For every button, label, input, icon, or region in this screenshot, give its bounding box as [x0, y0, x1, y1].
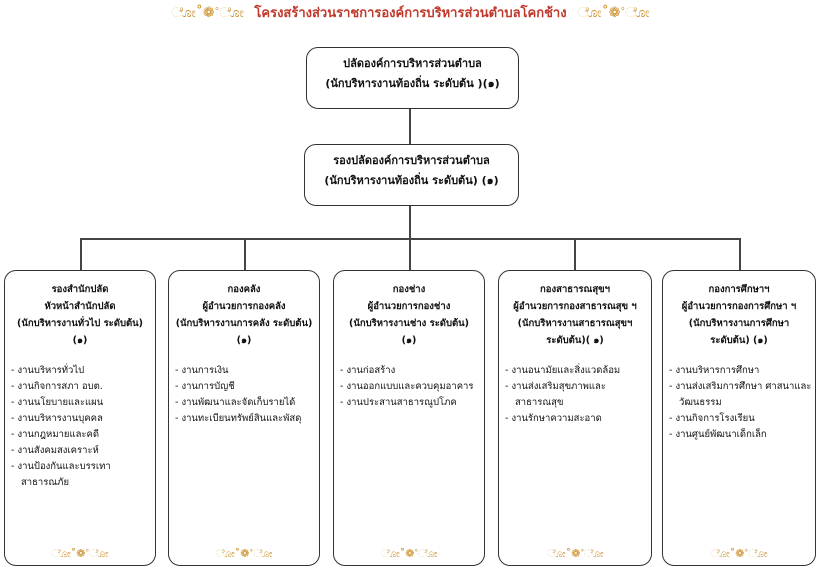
department-head: กองการศึกษาฯ ผู้อำนวยการกองการศึกษา ฯ (น… — [681, 284, 797, 346]
department-head: กองสาธารณสุขฯ ผู้อำนวยการกองสาธารณสุข ฯ … — [513, 284, 637, 346]
task-list: งานบริหารการศึกษา งานส่งเสริมการศึกษา ศา… — [669, 363, 815, 443]
deputy-subtitle: (นักบริหารงานท้องถิ่น ระดับต้น) (๑) — [324, 174, 499, 187]
list-item: งานสังคมสงเคราะห์ — [11, 443, 155, 459]
task-list: งานบริหารทั่วไป งานกิจการสภา อบต. งานนโย… — [11, 363, 155, 491]
ornament-right-icon: ೋ˚❁˚ೋ — [577, 5, 650, 21]
list-item: งานศูนย์พัฒนาเด็กเล็ก — [669, 427, 815, 443]
connector-top-deputy — [409, 108, 411, 144]
list-item: งานก่อสร้าง — [340, 363, 484, 379]
chief-administrator-box: ปลัดองค์การบริหารส่วนตำบล (นักบริหารงานท… — [306, 47, 519, 109]
task-list: งานการเงิน งานการบัญชี งานพัฒนาและจัดเก็… — [175, 363, 319, 427]
department-head: รองสำนักปลัด หัวหน้าสำนักปลัด (นักบริหาร… — [16, 284, 143, 346]
list-item: งานออกแบบและควบคุมอาคาร — [340, 379, 484, 395]
list-item: งานกิจการสภา อบต. — [11, 379, 155, 395]
list-item: งานทะเบียนทรัพย์สินและพัสดุ — [175, 411, 319, 427]
department-box-office: รองสำนักปลัด หัวหน้าสำนักปลัด (นักบริหาร… — [4, 270, 156, 566]
deputy-administrator-box: รองปลัดองค์การบริหารส่วนตำบล (นักบริหารง… — [304, 144, 519, 206]
list-item: งานบริหารการศึกษา — [669, 363, 815, 379]
department-box-engineering: กองช่าง ผู้อำนวยการกองช่าง (นักบริหารงาน… — [333, 270, 485, 566]
list-item: งานส่งเสริมการศึกษา ศาสนาและวัฒนธรรม — [669, 379, 815, 411]
connector-drop-5 — [739, 238, 741, 271]
task-list: งานก่อสร้าง งานออกแบบและควบคุมอาคาร งานป… — [340, 363, 484, 411]
department-box-education: กองการศึกษาฯ ผู้อำนวยการกองการศึกษา ฯ (น… — [662, 270, 816, 566]
ornament-icon: ೋ˚❁˚ೋ — [546, 547, 604, 560]
connector-drop-1 — [80, 238, 82, 271]
connector-drop-4 — [574, 238, 576, 271]
list-item: งานการเงิน — [175, 363, 319, 379]
ornament-left-icon: ೋ˚❁˚ೋ — [171, 5, 244, 21]
page-title: โครงสร้างส่วนราชการองค์การบริหารส่วนตำบล… — [254, 6, 567, 21]
list-item: งานส่งเสริมสุขภาพและสาธารณสุข — [505, 379, 651, 411]
department-box-finance: กองคลัง ผู้อำนวยการกองคลัง (นักบริหารงาน… — [168, 270, 320, 566]
department-head: กองคลัง ผู้อำนวยการกองคลัง (นักบริหารงาน… — [175, 284, 313, 346]
department-box-public-health: กองสาธารณสุขฯ ผู้อำนวยการกองสาธารณสุข ฯ … — [498, 270, 652, 566]
list-item: งานการบัญชี — [175, 379, 319, 395]
list-item: งานป้องกันและบรรเทาสาธารณภัย — [11, 459, 155, 491]
chief-subtitle: (นักบริหารงานท้องถิ่น ระดับต้น )(๑) — [325, 77, 500, 90]
list-item: งานพัฒนาและจัดเก็บรายได้ — [175, 395, 319, 411]
list-item: งานประสานสาธารณูปโภค — [340, 395, 484, 411]
connector-deputy-bus — [409, 206, 411, 238]
list-item: งานกฎหมายและคดี — [11, 427, 155, 443]
list-item: งานบริหารงานบุคคล — [11, 411, 155, 427]
ornament-icon: ೋ˚❁˚ೋ — [215, 547, 273, 560]
ornament-icon: ೋ˚❁˚ೋ — [51, 547, 109, 560]
connector-drop-3 — [409, 238, 411, 271]
ornament-icon: ೋ˚❁˚ೋ — [380, 547, 438, 560]
list-item: งานบริหารทั่วไป — [11, 363, 155, 379]
task-list: งานอนามัยและสิ่งแวดล้อม งานส่งเสริมสุขภา… — [505, 363, 651, 427]
ornament-icon: ೋ˚❁˚ೋ — [710, 547, 768, 560]
list-item: งานรักษาความสะอาด — [505, 411, 651, 427]
chief-title: ปลัดองค์การบริหารส่วนตำบล — [343, 57, 482, 70]
connector-drop-2 — [244, 238, 246, 271]
deputy-title: รองปลัดองค์การบริหารส่วนตำบล — [333, 154, 490, 167]
list-item: งานกิจการโรงเรียน — [669, 411, 815, 427]
department-head: กองช่าง ผู้อำนวยการกองช่าง (นักบริหารงาน… — [348, 284, 470, 346]
page-title-row: ೋ˚❁˚ೋ โครงสร้างส่วนราชการองค์การบริหารส่… — [0, 2, 821, 23]
list-item: งานนโยบายและแผน — [11, 395, 155, 411]
list-item: งานอนามัยและสิ่งแวดล้อม — [505, 363, 651, 379]
